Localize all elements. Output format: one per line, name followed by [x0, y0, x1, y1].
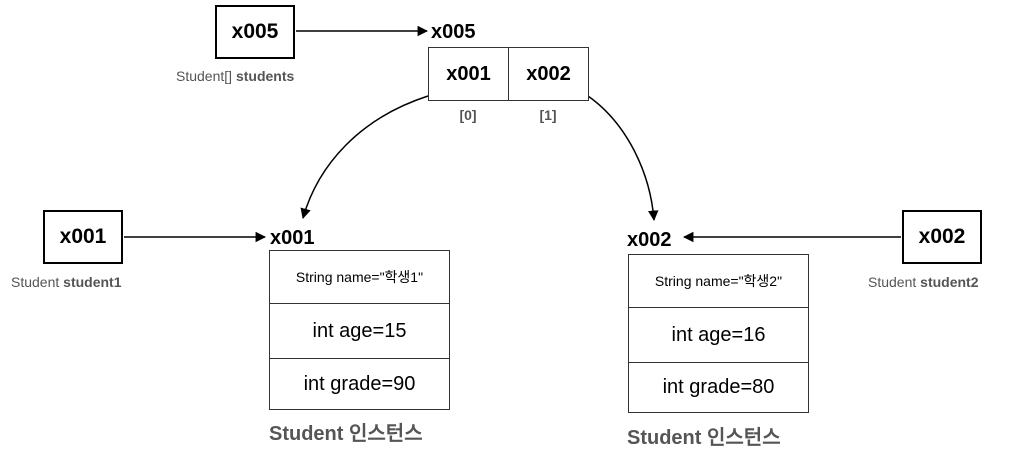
students-ref-value: x005: [231, 20, 279, 43]
array-cell-0: x001: [446, 62, 491, 85]
array-cell1-arrow: [587, 95, 659, 222]
array-index-1: [1]: [539, 107, 557, 123]
instance2-field-age: int age=16: [629, 307, 808, 362]
array-address: x005: [431, 21, 476, 43]
instance1-box: String name="학생1" int age=15 int grade=9…: [269, 250, 450, 410]
students-ref-box: x005: [215, 5, 295, 59]
instance2-field-name: String name="학생2": [654, 273, 783, 289]
array-cell0-arrow: [300, 95, 429, 220]
array-cell-1: x002: [508, 48, 588, 100]
array-index-0: [0]: [459, 107, 477, 123]
student-array: x001 x002: [428, 47, 589, 101]
instance2-address: x002: [627, 229, 672, 251]
student2-ref-type: Student: [868, 274, 917, 290]
instance1-field-age: int age=15: [270, 303, 449, 358]
student1-ref-label: Student student1: [11, 274, 122, 290]
student2-ref-name: student2: [920, 274, 979, 290]
student1-ref-type: Student: [11, 274, 60, 290]
student2-ref-label: Student student2: [868, 274, 979, 290]
student1-ref-name: student1: [63, 274, 122, 290]
student1-ref-value: x001: [59, 225, 107, 248]
instance1-address: x001: [270, 227, 315, 249]
instance1-field-grade: int grade=90: [270, 358, 449, 409]
instance2-box: String name="학생2" int age=16 int grade=8…: [628, 254, 809, 413]
instance2-field-grade: int grade=80: [629, 362, 808, 412]
instance2-caption: Student 인스턴스: [627, 427, 781, 449]
students-ref-name: students: [235, 68, 295, 84]
student1-ref-box: x001: [43, 210, 123, 264]
instance1-field-name: String name="학생1": [295, 269, 424, 285]
student2-ref-box: x002: [902, 210, 982, 264]
students-ref-label: Student[] students: [176, 68, 294, 84]
student2-ref-value: x002: [918, 225, 966, 248]
instance1-caption: Student 인스턴스: [269, 423, 423, 445]
students-ref-type: Student[]: [176, 68, 233, 84]
